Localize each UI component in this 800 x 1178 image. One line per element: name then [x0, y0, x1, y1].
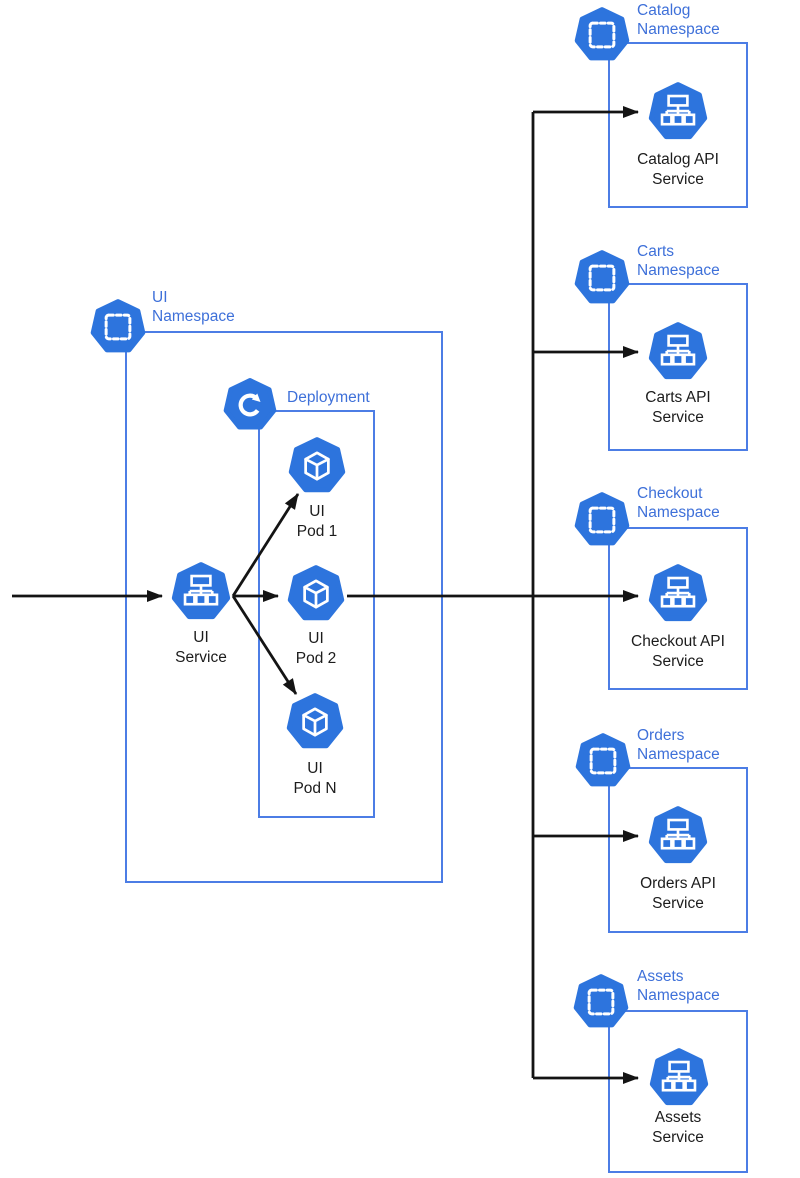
orders-service-icon [647, 805, 709, 867]
ui-service-label-line2: Service [175, 649, 227, 666]
orders-service-label-line2: Service [652, 895, 704, 912]
carts-service-label-line1: Carts API [645, 389, 711, 406]
checkout-namespace-icon [573, 491, 631, 549]
checkout-namespace-label-line2: Namespace [637, 504, 720, 521]
ui-podN-icon [285, 692, 345, 752]
ui-podN-label-line2: Pod N [293, 780, 337, 797]
orders-service-label-line1: Orders API [640, 875, 716, 892]
catalog-service-icon [647, 81, 709, 143]
orders-service-label: Orders API Service [608, 874, 748, 914]
ui-service-label-line1: UI [193, 629, 209, 646]
ui-namespace-label-line2: Namespace [152, 308, 235, 325]
catalog-namespace-icon [573, 6, 631, 64]
checkout-namespace-label-line1: Checkout [637, 485, 703, 502]
orders-namespace-label: Orders Namespace [637, 726, 720, 764]
arrow-ui-service-to-pod1 [231, 493, 300, 597]
carts-namespace-icon [573, 249, 631, 307]
checkout-service-label: Checkout API Service [608, 632, 748, 672]
ui-pod2-label-line2: Pod 2 [295, 650, 337, 667]
catalog-namespace-label: Catalog Namespace [637, 1, 720, 39]
ui-pod2-icon [286, 564, 346, 624]
assets-namespace-label-line1: Assets [637, 968, 684, 985]
ui-podN-label-line1: UI [307, 760, 323, 777]
ui-pod2-label-line1: UI [308, 630, 324, 647]
ui-pod1-label-line2: Pod 1 [296, 523, 338, 540]
catalog-namespace-box [608, 42, 748, 208]
assets-service-label-line2: Service [652, 1129, 704, 1146]
carts-service-icon [647, 321, 709, 383]
catalog-namespace-label-line1: Catalog [637, 2, 691, 19]
assets-service-label: Assets Service [608, 1108, 748, 1148]
catalog-namespace-label-line2: Namespace [637, 21, 720, 38]
checkout-service-label-line2: Service [652, 653, 704, 670]
checkout-namespace-box [608, 527, 748, 690]
arrow-ui-service-to-podN [231, 595, 298, 695]
assets-namespace-label: Assets Namespace [637, 967, 720, 1005]
carts-namespace-label-line1: Carts [637, 243, 675, 260]
orders-namespace-label-line1: Orders [637, 727, 685, 744]
checkout-namespace-label: Checkout Namespace [637, 484, 720, 522]
ui-pod2-label: UI Pod 2 [266, 629, 366, 669]
ui-podN-label: UI Pod N [265, 759, 365, 799]
assets-namespace-icon [572, 973, 630, 1031]
carts-namespace-label: Carts Namespace [637, 242, 720, 280]
carts-namespace-box [608, 283, 748, 451]
catalog-service-label-line1: Catalog API [637, 151, 719, 168]
checkout-service-icon [647, 563, 709, 625]
catalog-service-label: Catalog API Service [608, 150, 748, 190]
ui-service-label: UI Service [151, 628, 251, 668]
orders-namespace-label-line2: Namespace [637, 746, 720, 763]
ui-pod1-label-line1: UI [309, 503, 325, 520]
assets-namespace-label-line2: Namespace [637, 987, 720, 1004]
assets-service-label-line1: Assets [654, 1109, 702, 1126]
ui-pod1-icon [287, 436, 347, 496]
ui-namespace-icon [89, 298, 147, 356]
ui-service-icon [170, 561, 232, 623]
orders-namespace-icon [574, 732, 632, 790]
assets-namespace-box [608, 1010, 748, 1173]
ui-pod1-label: UI Pod 1 [267, 502, 367, 542]
checkout-service-label-line1: Checkout API [631, 633, 725, 650]
carts-namespace-label-line2: Namespace [637, 262, 720, 279]
carts-service-label-line2: Service [652, 409, 704, 426]
deployment-label: Deployment [287, 388, 370, 407]
deployment-box [258, 410, 375, 818]
assets-service-icon [648, 1047, 710, 1109]
ui-namespace-label-line1: UI [152, 289, 168, 306]
orders-namespace-box [608, 767, 748, 933]
deployment-icon [222, 377, 278, 433]
deployment-label-text: Deployment [287, 389, 370, 406]
ui-namespace-label: UI Namespace [152, 288, 235, 326]
carts-service-label: Carts API Service [608, 388, 748, 428]
ui-namespace-box [125, 331, 443, 883]
catalog-service-label-line2: Service [652, 171, 704, 188]
